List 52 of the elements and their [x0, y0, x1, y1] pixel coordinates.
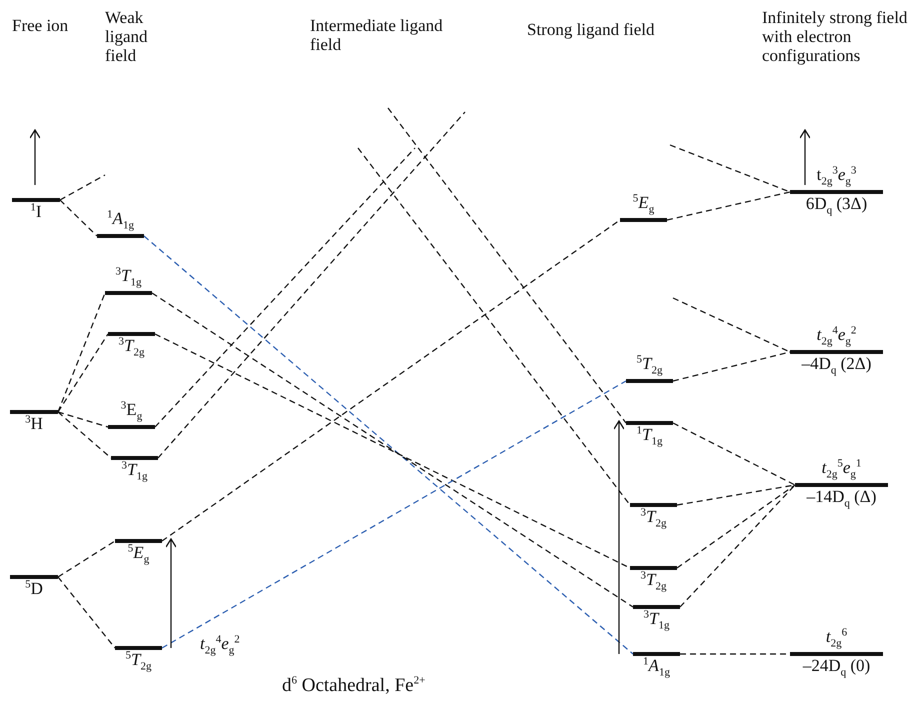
correlation-line — [58, 540, 116, 578]
transition-arrow — [165, 538, 177, 648]
correlation-line — [162, 380, 626, 649]
correlation-line — [154, 148, 416, 428]
column-heading: Strong ligand field — [527, 20, 656, 39]
correlation-line — [666, 191, 790, 221]
correlation-line — [670, 144, 790, 193]
energy-value: 6D$_{q}$ (3Δ) — [806, 194, 868, 218]
correlation-line — [60, 200, 98, 236]
energy-value: –14D$_{q}$ (Δ) — [806, 487, 876, 512]
correlation-line — [680, 484, 796, 608]
correlation-line — [162, 220, 620, 542]
correlation-line — [388, 108, 626, 424]
term-symbol: $^{5}$D — [25, 579, 43, 600]
term-symbol: $^{5}$E$_{g}$ — [128, 543, 150, 568]
correlation-line — [158, 112, 466, 458]
correlation-line — [676, 484, 796, 568]
correlation-line — [60, 174, 106, 201]
term-symbol: $^{1}$I — [30, 202, 42, 223]
term-symbol: $^{3}$E$_{g}$ — [120, 400, 142, 424]
correlation-line — [57, 292, 106, 412]
column-heading: Intermediate ligand field — [310, 16, 444, 54]
correlation-line — [58, 576, 116, 648]
term-symbol: $^{1}$T$_{1g}$ — [636, 425, 662, 450]
term-symbol: $^{3}$T$_{2g}$ — [118, 336, 144, 360]
column-heading: Free ion — [12, 16, 70, 35]
term-symbol: $^{3}$T$_{1g}$ — [122, 460, 148, 484]
correlation-line — [58, 412, 112, 458]
term-symbol: $^{3}$T$_{1g}$ — [644, 609, 670, 634]
column-heading: Infinitely strong field with electron configurations — [762, 8, 908, 65]
term-symbol: $^{3}$T$_{2g}$ — [640, 570, 666, 594]
term-symbol: $^{3}$T$_{2g}$ — [640, 507, 666, 532]
correlation-line — [58, 411, 108, 428]
column-heading: Weak ligand field — [105, 8, 148, 65]
term-symbol: $^{5}$E$_{g}$ — [632, 193, 654, 218]
term-symbol: $^{5}$T$_{2g}$ — [126, 650, 152, 674]
transition-arrow — [613, 420, 625, 654]
correlation-line — [152, 292, 634, 608]
correlation-line — [672, 297, 790, 353]
correlation-line — [672, 422, 796, 486]
term-symbol: $^{1}$A$_{1g}$ — [107, 209, 134, 234]
correlation-line — [672, 351, 790, 382]
caption: d$^{6}$ Octahedral, Fe$^{2+}$ — [282, 676, 426, 695]
energy-value: –4D$_{q}$ (2Δ) — [802, 354, 872, 378]
correlation-line — [58, 334, 108, 412]
correlation-line — [144, 236, 634, 654]
term-symbol: $^{3}$H — [25, 414, 43, 435]
term-symbol: $^{3}$T$_{1g}$ — [116, 266, 142, 290]
correlation-line — [358, 148, 630, 506]
term-symbol: $^{5}$T$_{2g}$ — [636, 354, 662, 378]
energy-value: –24D$_{q}$ (0) — [802, 656, 870, 680]
term-symbol: $^{1}$A$_{1g}$ — [643, 656, 670, 680]
